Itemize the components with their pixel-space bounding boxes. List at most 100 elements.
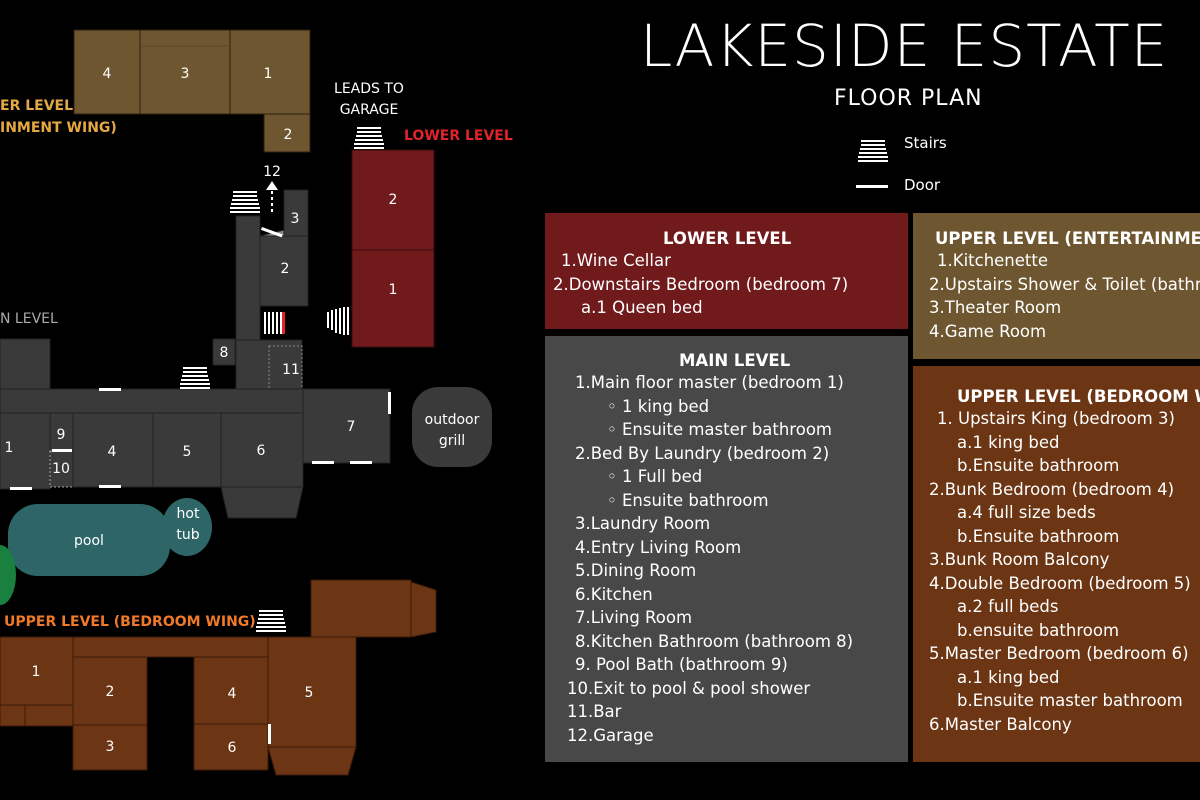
legend-door-icon	[856, 185, 888, 188]
bed-room-6-label: 6	[228, 740, 237, 756]
ent-room-4[interactable]	[73, 29, 141, 115]
pool-label: pool	[74, 533, 104, 549]
pool[interactable]	[8, 504, 170, 576]
panel-list-item: 7.Living Room	[575, 608, 693, 627]
lower-room-1-label: 1	[389, 282, 398, 298]
hot-tub-label-line2: tub	[176, 527, 199, 543]
ent-room-3-label: 3	[181, 66, 190, 82]
main-room-11[interactable]	[268, 345, 303, 391]
entertainment-wing	[73, 29, 311, 153]
panel-list-item: a.1 king bed	[957, 432, 1060, 452]
panel-list-item: 4.Game Room	[929, 321, 1047, 341]
panel-list-item: a.2 full beds	[957, 597, 1059, 616]
panel-list-item: 2.Downstairs Bedroom (bedroom 7)	[553, 274, 849, 294]
panel-list-item: 1.Main floor master (bedroom 1)	[575, 373, 844, 392]
lower-level-panel-title: LOWER LEVEL	[663, 229, 792, 248]
main-level-list: 1.Main floor master (bedroom 1) ◦ 1 king …	[567, 371, 853, 747]
stairs-icon	[327, 307, 349, 335]
panel-list-item: 1.Kitchenette	[937, 251, 1048, 270]
panel-list-item: ◦ 1 king bed	[607, 396, 710, 416]
page-title: LAKESIDE ESTATE	[640, 12, 1169, 80]
main-room-10-label: 10	[52, 461, 70, 477]
main-room-6[interactable]	[220, 412, 304, 488]
ent-room-2[interactable]	[263, 113, 311, 153]
panel-list-item: b.Ensuite bathroom	[957, 526, 1120, 546]
panel-list-item: 3.Theater Room	[929, 298, 1062, 317]
ent-room-4-label: 4	[103, 66, 112, 82]
entertainment-panel-title: UPPER LEVEL (ENTERTAINMENT WING)	[935, 229, 1200, 248]
main-level-panel: MAIN LEVEL 1.Main floor master (bedroom …	[545, 336, 908, 762]
ent-wing-label-line1: ER LEVEL	[0, 98, 73, 114]
panel-list-item: 2.Upstairs Shower & Toilet (bathroom)	[929, 274, 1200, 294]
legend-door-label: Door	[904, 176, 941, 194]
panel-list-item: 6.Master Balcony	[929, 714, 1072, 734]
panel-list-item: b.Ensuite bathroom	[957, 456, 1120, 475]
legend-stairs-label: Stairs	[904, 134, 947, 152]
stairs-icon	[180, 367, 210, 389]
garage-note-line1: LEADS TO	[334, 81, 404, 97]
panel-list-item: a.4 full size beds	[957, 503, 1096, 522]
main-level-panel-title: MAIN LEVEL	[679, 351, 791, 370]
lower-room-2[interactable]	[351, 149, 435, 251]
lower-room-1[interactable]	[351, 249, 435, 348]
main-room-8-label: 8	[220, 345, 229, 361]
hot-tub-label-line1: hot	[177, 506, 200, 522]
grill-label-line2: grill	[439, 433, 465, 449]
garden-shrub	[0, 545, 16, 605]
hot-tub[interactable]	[162, 498, 212, 556]
panel-list-item: 12.Garage	[567, 725, 654, 745]
panel-list-item: 3.Bunk Room Balcony	[929, 550, 1110, 569]
panel-list-item: 3.Laundry Room	[575, 514, 711, 533]
panel-list-item: b.Ensuite master bathroom	[957, 691, 1183, 710]
bed-room-2[interactable]	[72, 656, 148, 726]
panel-list-item: a.1 king bed	[957, 667, 1060, 687]
entertainment-wing-panel: UPPER LEVEL (ENTERTAINMENT WING) 1.Kitch…	[913, 213, 1200, 359]
panel-list-item: 5.Dining Room	[575, 561, 697, 580]
ent-room-3[interactable]	[139, 29, 231, 115]
main-room-7-label: 7	[347, 419, 356, 435]
grill-label-line1: outdoor	[425, 412, 480, 428]
garage-note-line2: GARAGE	[340, 102, 399, 118]
main-room-7[interactable]	[302, 388, 391, 464]
main-level	[0, 189, 391, 519]
lower-room-2-label: 2	[389, 192, 398, 208]
bed-room-4[interactable]	[193, 656, 269, 725]
garage-arrow-icon	[266, 181, 278, 212]
main-room-12-label: 12	[263, 164, 281, 180]
bedroom-wing-panel: UPPER LEVEL (BEDROOM WING) 1. Upstairs K…	[913, 366, 1200, 762]
legend-stairs-icon	[858, 140, 888, 162]
lower-level-list: 1.Wine Cellar 2.Downstairs Bedroom (bedro…	[553, 249, 848, 320]
panel-list-item: 6.Kitchen	[575, 584, 653, 604]
main-room-6-label: 6	[257, 443, 266, 459]
panel-list-item: 9. Pool Bath (bathroom 9)	[575, 655, 788, 674]
panel-list-item: 1. Upstairs King (bedroom 3)	[937, 409, 1175, 428]
entertainment-list: 1.Kitchenette 2.Upstairs Shower & Toilet …	[929, 249, 1200, 343]
panel-list-item: 4.Double Bedroom (bedroom 5)	[929, 573, 1191, 593]
panel-list-item: ◦ 1 Full bed	[607, 467, 703, 486]
stairs-icon	[354, 127, 384, 149]
ent-wing-label-line2: INMENT WING)	[0, 120, 117, 136]
main-room-2[interactable]	[259, 235, 309, 307]
panel-list-item: 2.Bunk Bedroom (bedroom 4)	[929, 479, 1175, 499]
main-room-4-label: 4	[108, 444, 117, 460]
main-room-1[interactable]	[0, 412, 51, 490]
stairs-icon	[230, 191, 260, 213]
panel-list-item: 2.Bed By Laundry (bedroom 2)	[575, 443, 830, 463]
panel-list-item: 11.Bar	[567, 702, 622, 721]
main-room-8[interactable]	[212, 338, 236, 366]
panel-list-item: 1.Wine Cellar	[561, 251, 671, 270]
outdoor-grill[interactable]	[412, 387, 492, 467]
main-room-2-label: 2	[281, 261, 290, 277]
bed-room-3[interactable]	[72, 724, 148, 771]
ent-room-1[interactable]	[229, 29, 311, 115]
main-room-1-label: 1	[5, 440, 14, 456]
main-room-3[interactable]	[283, 189, 309, 237]
lower-level-panel: LOWER LEVEL 1.Wine Cellar 2.Downstairs Be…	[545, 213, 908, 329]
main-room-5[interactable]	[152, 412, 222, 488]
ent-room-1-label: 1	[264, 66, 273, 82]
panel-list-item: ◦ Ensuite master bathroom	[607, 420, 832, 439]
panel-list-item: b.ensuite bathroom	[957, 620, 1120, 640]
bed-room-5-label: 5	[305, 685, 314, 701]
bed-room-6[interactable]	[193, 723, 269, 771]
